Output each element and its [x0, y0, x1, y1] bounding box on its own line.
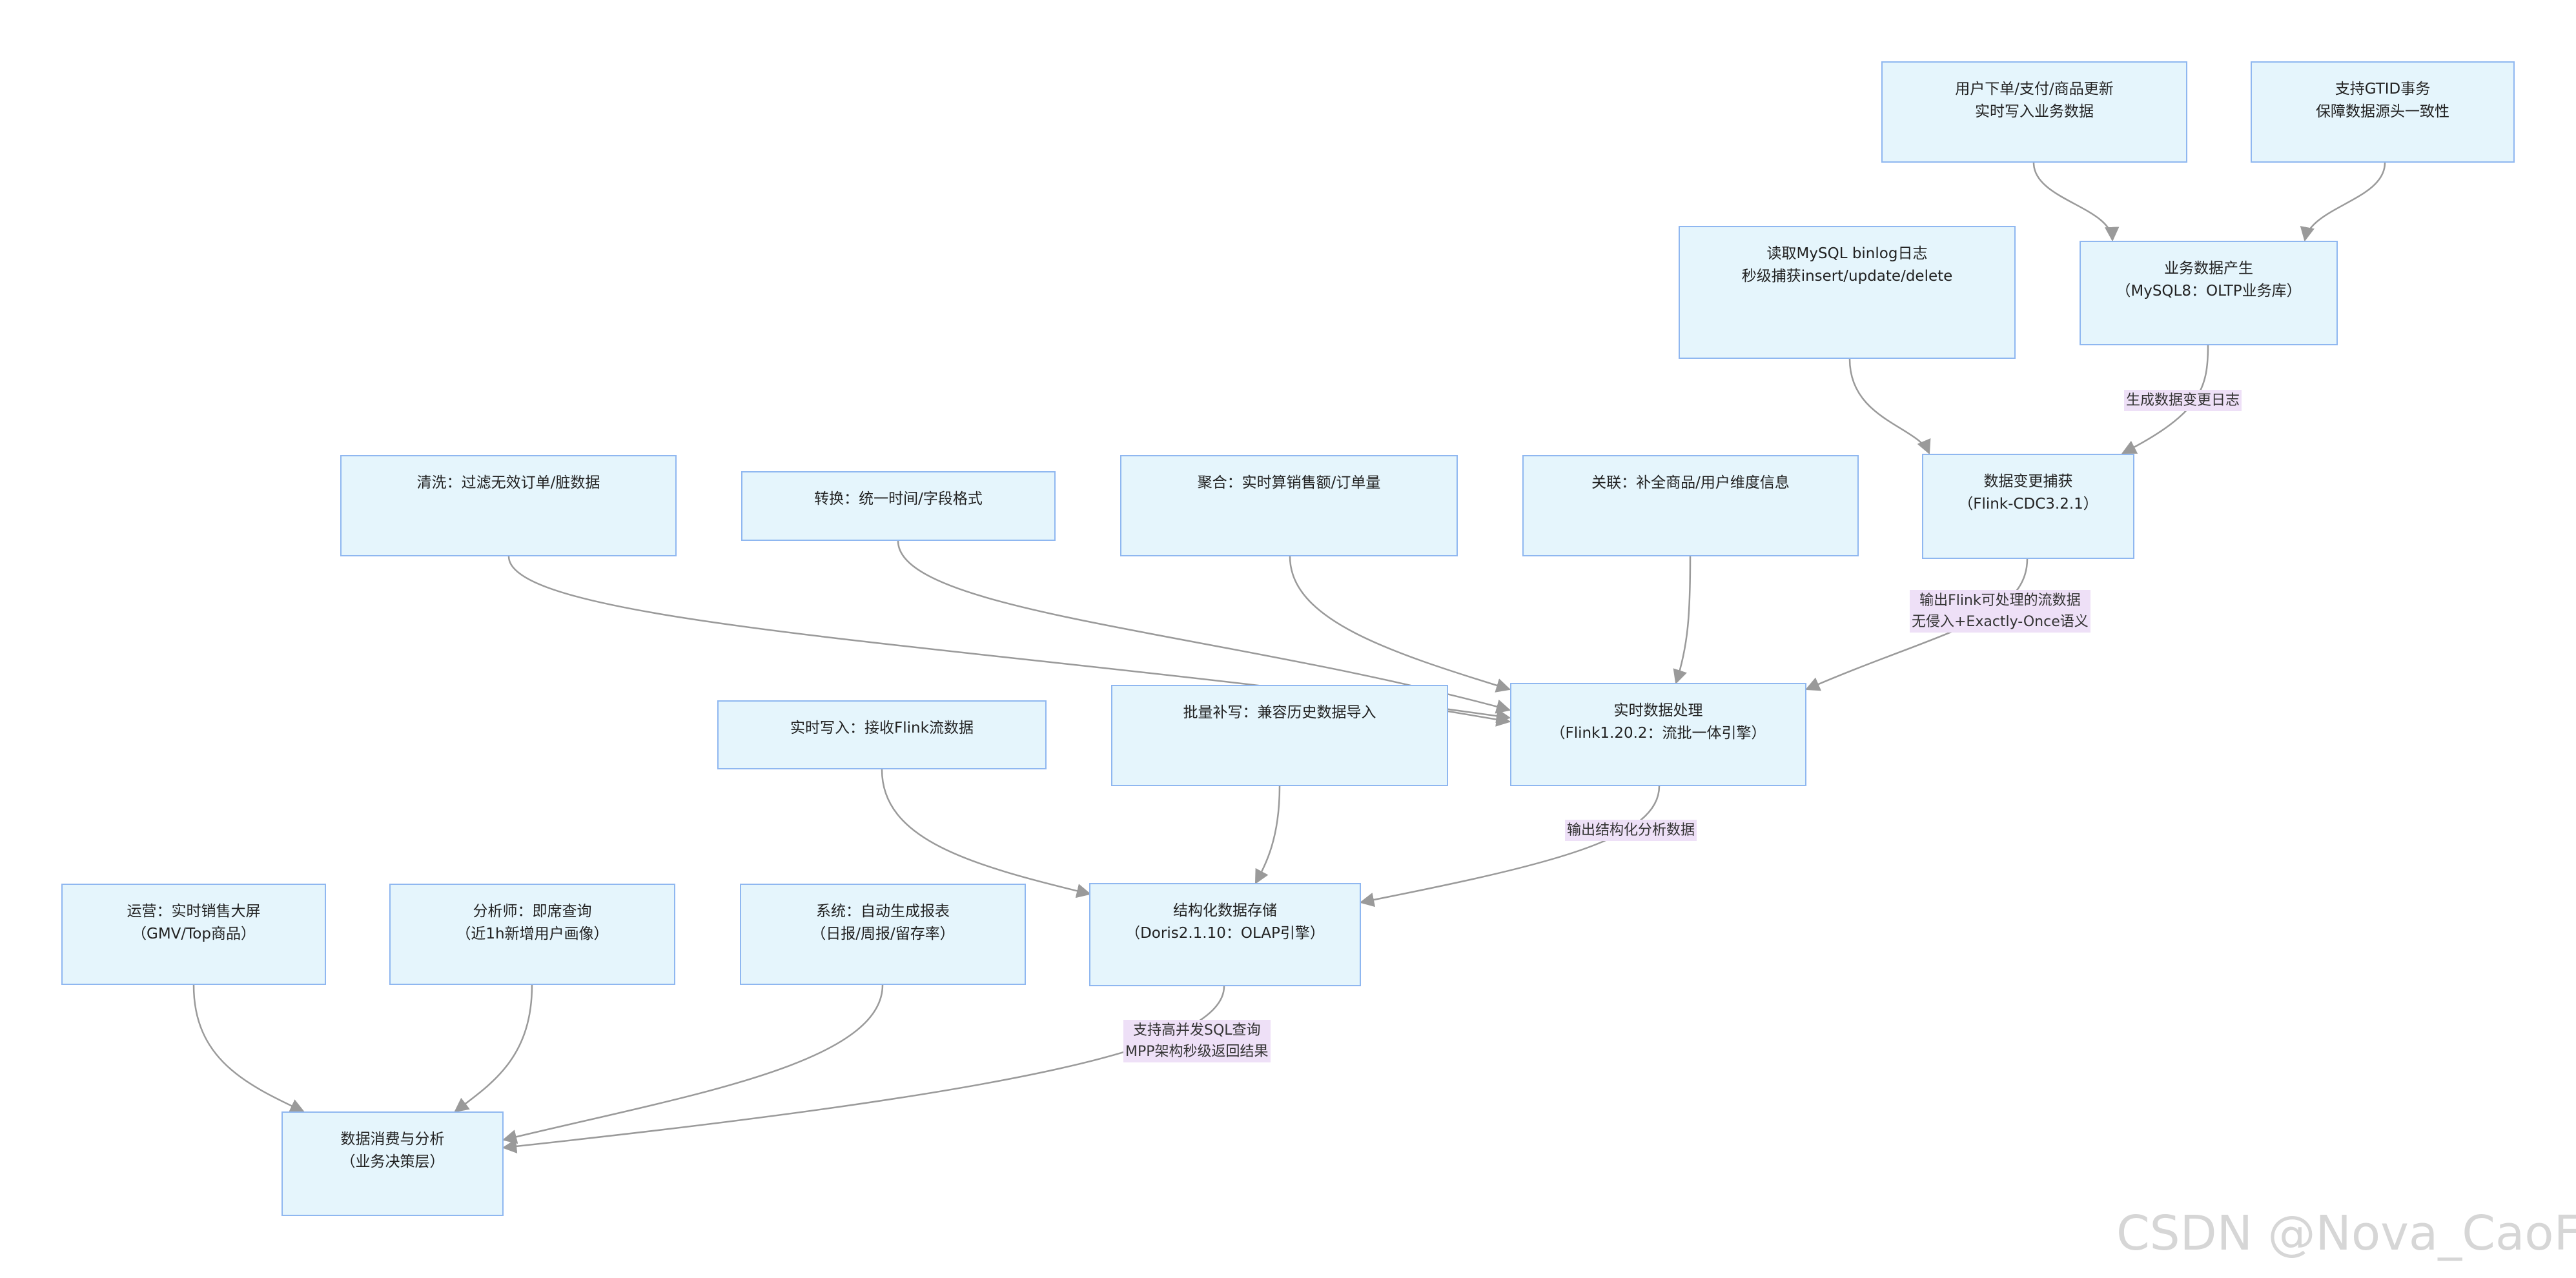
edge-aggregate-to-flink: [1289, 556, 1511, 693]
edge-label-source-cdc-line-1: 生成数据变更日志: [2126, 392, 2240, 409]
node-system: 系统：自动生成报表 （日报/周报/留存率）: [740, 884, 1026, 985]
edge-batch-to-flink: [1447, 710, 1511, 727]
node-user-ops: 用户下单/支付/商品更新 实时写入业务数据: [1881, 61, 2187, 163]
node-join: 关联：补全商品/用户维度信息: [1522, 455, 1859, 556]
node-rt-write-line-1: 实时写入：接收Flink流数据: [790, 720, 974, 736]
node-binlog: 读取MySQL binlog日志 秒级捕获insert/update/delet…: [1679, 226, 2016, 359]
node-clean-line-1: 清洗：过滤无效订单/脏数据: [416, 474, 600, 491]
node-source-line-2: （MySQL8：OLTP业务库）: [2116, 283, 2302, 299]
node-binlog-line-1: 读取MySQL binlog日志: [1766, 245, 1928, 262]
node-transform: 转换：统一时间/字段格式: [741, 471, 1056, 541]
edge-label-cdc-flink-line-2: 无侵入+Exactly-Once语义: [1912, 614, 2089, 630]
node-gtid: 支持GTID事务 保障数据源头一致性: [2251, 61, 2515, 163]
edge-label-doris-consume-line-2: MPP架构秒级返回结果: [1125, 1044, 1269, 1060]
edge-join-to-flink: [1673, 556, 1692, 685]
node-cdc-line-1: 数据变更捕获: [1983, 473, 2073, 490]
edge-doris-to-consume: [502, 986, 1225, 1154]
edge-label-doris-consume: 支持高并发SQL查询 MPP架构秒级返回结果: [1123, 1020, 1271, 1062]
node-consume-line-1: 数据消费与分析: [340, 1131, 445, 1148]
edge-batch-to-doris: [1254, 786, 1281, 884]
edge-rt-write-to-doris: [881, 769, 1092, 898]
node-join-line-1: 关联：补全商品/用户维度信息: [1591, 474, 1790, 491]
edge-user-ops-to-source: [2032, 162, 2120, 242]
node-flink-line-2: （Flink1.20.2：流批一体引擎）: [1550, 725, 1766, 742]
edge-binlog-to-cdc: [1848, 358, 1931, 455]
node-source: 业务数据产生 （MySQL8：OLTP业务库）: [2080, 241, 2338, 345]
edge-analyst-to-consume: [454, 984, 533, 1113]
edge-transform-to-flink: [897, 540, 1511, 714]
node-doris-line-2: （Doris2.1.10：OLAP引擎）: [1125, 925, 1325, 942]
edge-gtid-to-source: [2300, 162, 2386, 242]
node-system-line-1: 系统：自动生成报表: [816, 903, 950, 920]
node-ops: 运营：实时销售大屏 （GMV/Top商品）: [61, 884, 326, 985]
edge-ops-to-consume: [192, 984, 305, 1113]
node-consume-line-2: （业务决策层）: [340, 1153, 445, 1170]
node-doris: 结构化数据存储 （Doris2.1.10：OLAP引擎）: [1089, 883, 1361, 986]
edge-label-doris-consume-line-1: 支持高并发SQL查询: [1132, 1022, 1261, 1039]
node-flink-line-1: 实时数据处理: [1613, 702, 1703, 719]
node-ops-line-1: 运营：实时销售大屏: [127, 903, 261, 920]
node-doris-line-1: 结构化数据存储: [1173, 902, 1277, 919]
edge-system-to-consume: [502, 984, 884, 1144]
node-rt-write: 实时写入：接收Flink流数据: [717, 700, 1047, 769]
edge-label-cdc-flink: 输出Flink可处理的流数据 无侵入+Exactly-Once语义: [1910, 590, 2090, 633]
node-batch: 批量补写：兼容历史数据导入: [1111, 685, 1448, 786]
node-cdc-line-2: （Flink-CDC3.2.1）: [1958, 496, 2098, 512]
node-aggregate: 聚合：实时算销售额/订单量: [1120, 455, 1458, 556]
edge-flink-to-doris: [1359, 786, 1661, 908]
node-batch-line-1: 批量补写：兼容历史数据导入: [1183, 704, 1376, 721]
node-cdc: 数据变更捕获 （Flink-CDC3.2.1）: [1922, 454, 2134, 559]
node-gtid-line-2: 保障数据源头一致性: [2316, 103, 2449, 120]
node-consume: 数据消费与分析 （业务决策层）: [281, 1111, 504, 1216]
node-user-ops-line-1: 用户下单/支付/商品更新: [1955, 81, 2114, 97]
node-gtid-line-1: 支持GTID事务: [2335, 81, 2431, 97]
node-analyst-line-2: （近1h新增用户画像）: [456, 926, 609, 942]
node-analyst-line-1: 分析师：即席查询: [473, 903, 592, 920]
node-system-line-2: （日报/周报/留存率）: [811, 926, 955, 942]
node-clean: 清洗：过滤无效订单/脏数据: [340, 455, 677, 556]
node-ops-line-2: （GMV/Top商品）: [132, 926, 256, 942]
watermark: CSDN @Nova_CaoFc: [2116, 1206, 2576, 1261]
node-aggregate-line-1: 聚合：实时算销售额/订单量: [1197, 474, 1381, 491]
node-user-ops-line-2: 实时写入业务数据: [1975, 103, 2094, 120]
edge-label-flink-doris: 输出结构化分析数据: [1565, 820, 1697, 841]
node-binlog-line-2: 秒级捕获insert/update/delete: [1741, 268, 1953, 285]
edge-label-flink-doris-line-1: 输出结构化分析数据: [1567, 822, 1695, 838]
edge-label-cdc-flink-line-1: 输出Flink可处理的流数据: [1919, 593, 2081, 609]
edge-label-source-cdc: 生成数据变更日志: [2124, 390, 2242, 411]
node-flink: 实时数据处理 （Flink1.20.2：流批一体引擎）: [1510, 683, 1806, 786]
node-analyst: 分析师：即席查询 （近1h新增用户画像）: [389, 884, 675, 985]
node-transform-line-1: 转换：统一时间/字段格式: [814, 491, 983, 507]
node-source-line-1: 业务数据产生: [2164, 260, 2253, 277]
